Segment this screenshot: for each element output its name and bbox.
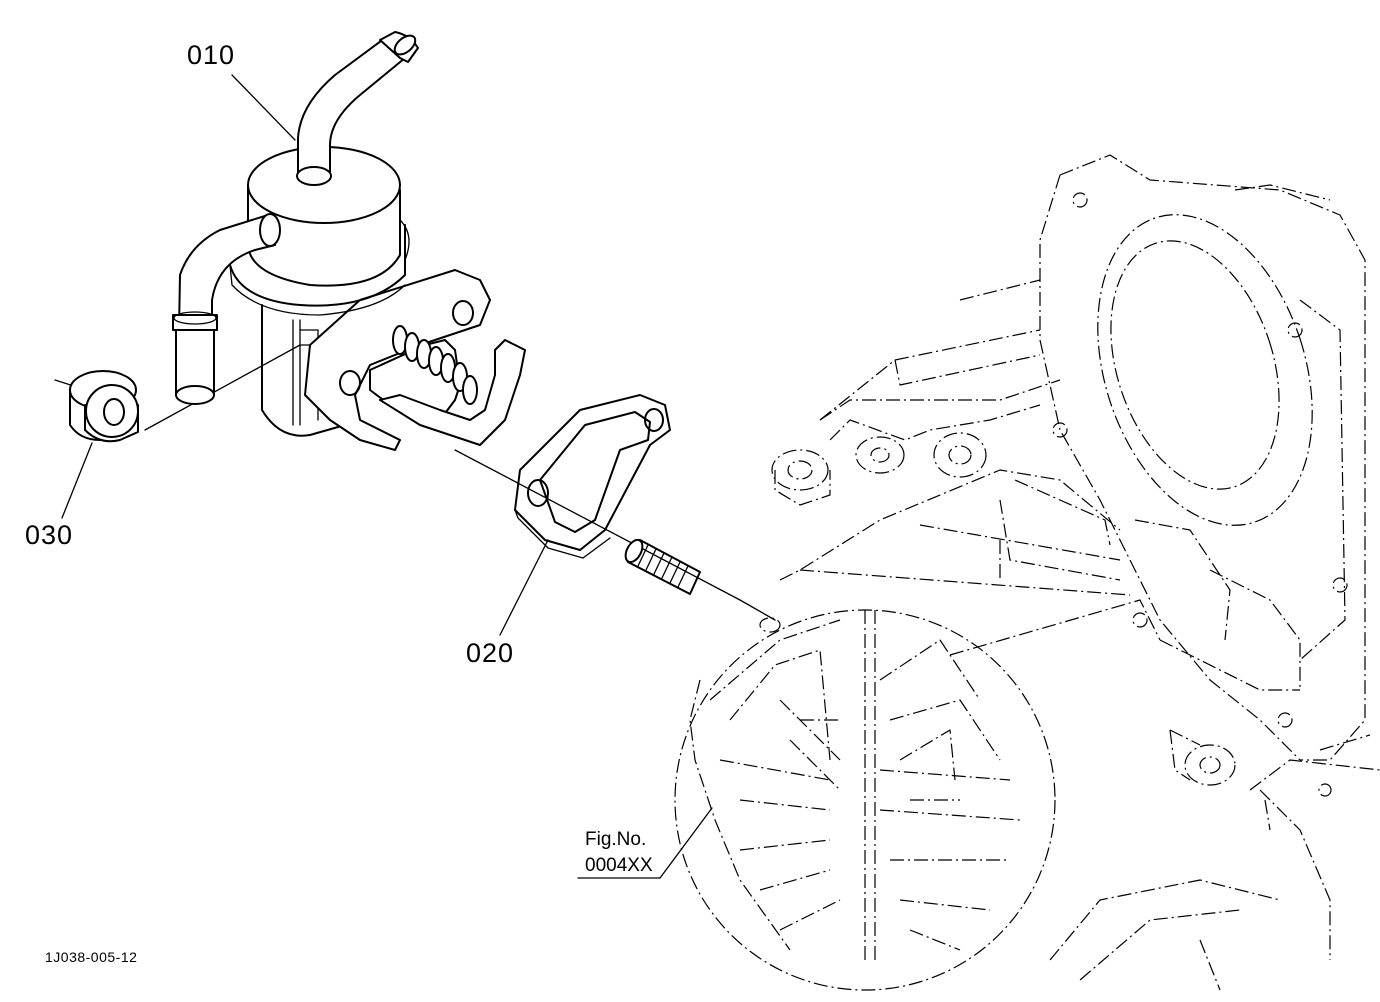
fig-ref-line2: 0004XX xyxy=(585,855,653,876)
callout-leaders xyxy=(61,74,713,879)
assembly-axis-lines xyxy=(54,344,776,621)
pump-spring xyxy=(392,325,478,405)
part-label-030: 030 xyxy=(25,520,74,550)
part-label-020: 020 xyxy=(466,638,515,668)
engine-housing-phantom xyxy=(674,154,1380,991)
gasket xyxy=(514,394,671,559)
grommet xyxy=(69,370,139,443)
drawing-code: 1J038-005-12 xyxy=(45,949,138,965)
stud-bolt xyxy=(624,538,701,595)
fig-ref-line1: Fig.No. xyxy=(585,829,647,850)
fuel-pump xyxy=(172,31,526,451)
part-label-010: 010 xyxy=(187,40,236,70)
